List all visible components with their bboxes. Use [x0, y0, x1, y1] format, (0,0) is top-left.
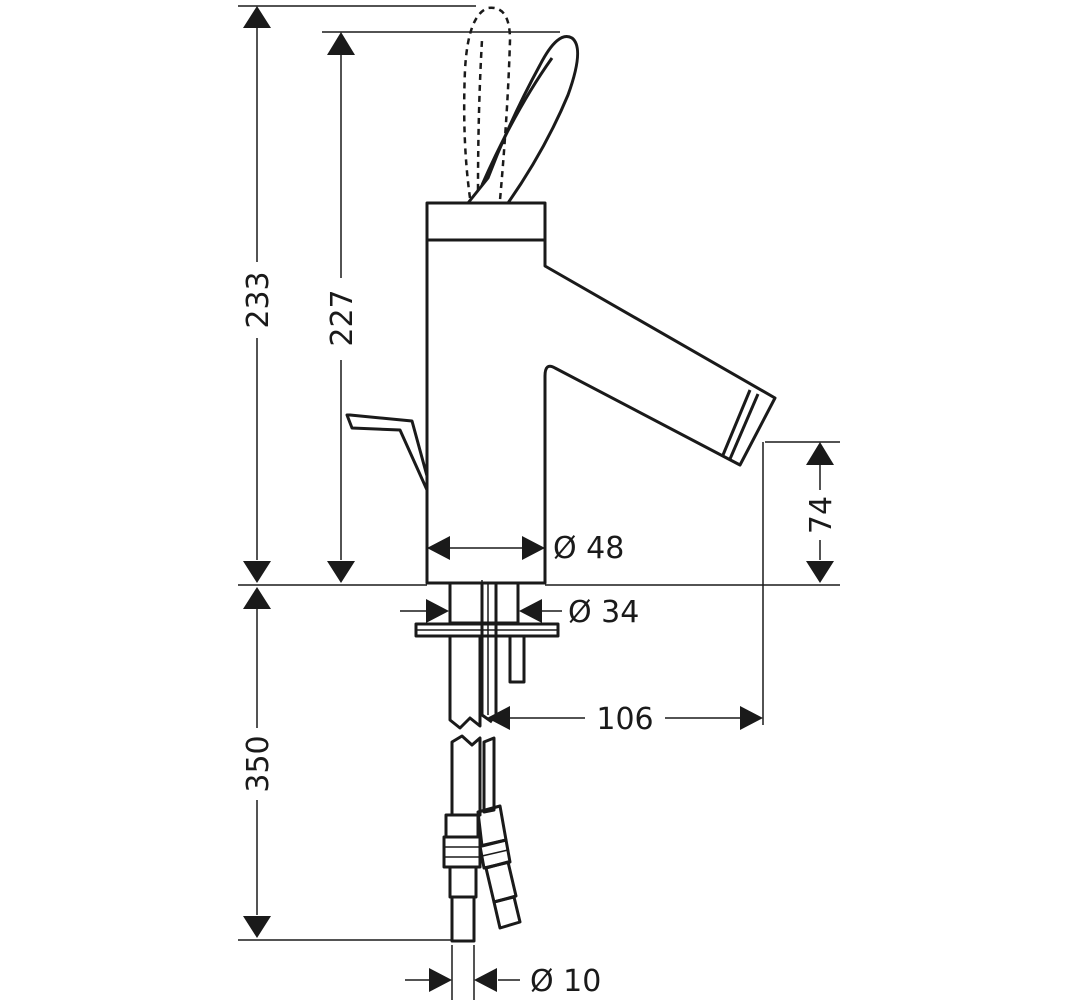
spout-reach-label: 106 [596, 702, 653, 737]
supply-hoses [442, 734, 522, 943]
lever-handle [466, 35, 580, 204]
hose-length-label: 350 [241, 735, 276, 792]
spout-clearance-label: 74 [804, 496, 839, 534]
dimension-lines [238, 5, 840, 1000]
spout-height-label: 227 [325, 289, 360, 346]
dimension-labels: 233 227 74 350 Ø 48 Ø 34 106 Ø 10 [241, 271, 839, 999]
overall-height-label: 233 [241, 271, 276, 328]
shank-diameter-label: Ø 34 [568, 595, 639, 630]
faucet-body [425, 201, 777, 585]
popup-rod [345, 413, 429, 492]
hose-diameter-label: Ø 10 [530, 964, 601, 999]
mounting-hardware [414, 581, 560, 730]
dimension-arrows [243, 6, 834, 992]
lever-handle-open-position [462, 6, 512, 201]
body-diameter-label: Ø 48 [553, 531, 624, 566]
